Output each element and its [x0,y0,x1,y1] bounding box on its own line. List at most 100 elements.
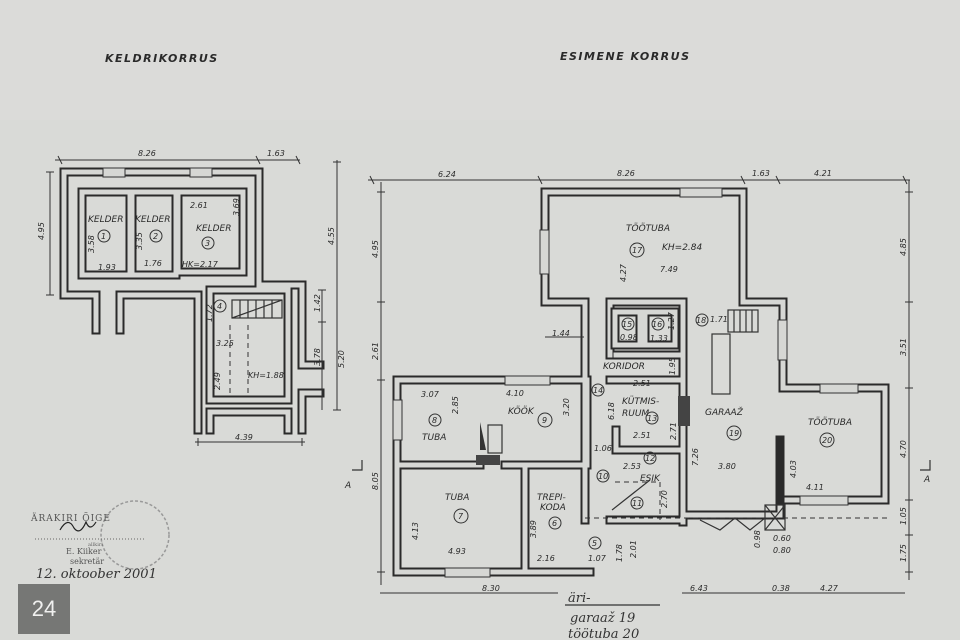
path-mark [480,422,486,450]
ground-rooms-r13-d2-label: 2.71 [669,422,678,440]
rect-mark [799,495,849,506]
circle-mark [201,236,215,250]
circle-mark [537,412,553,428]
basement-dims-bottom-label: 4.39 [235,433,253,442]
basement-rooms-r1-name-label: KELDER [88,215,123,225]
circle-mark [629,242,645,258]
path-mark [55,155,301,165]
ground-dims-corr-label: 1.44 [552,329,570,338]
ground-rooms-r6-name1-label: TREPI- [537,493,566,503]
room-12-hall: 12 2.53 ESIK 2.70 [623,451,669,508]
room-14-corridor: KORIDOR 2.51 14 6.18 1.95 [591,357,677,420]
section-mark-right: A [920,460,931,485]
ground-rooms-r11-num-label: 11 [632,499,642,508]
ground-dims-left-2-label: 8.05 [371,472,380,490]
circle-mark [645,411,659,425]
room-kelder-3: 2.61 3.69 KELDER 3 HK=2.17 [182,198,241,269]
rect-mark [476,455,500,465]
stamp-title-label: ÄRAKIRI ÕIGE [30,512,111,524]
ground-rooms-r14-name-label: KORIDOR [603,362,645,372]
ground-rooms-r16-num-label: 16 [652,320,662,329]
basement-rooms-r1-d1-label: 3.58 [87,235,96,253]
room-kelder-1: KELDER 1 3.58 1.93 [87,215,123,272]
path-mark [699,517,766,531]
ground-rooms-r6-d2-label: 2.16 [537,554,555,563]
path-mark [46,171,54,296]
circle-mark [596,469,610,483]
ground-rooms-r16-d2-label: 1.27 [667,311,676,330]
basement-rooms-r4-extra-label: KH=1.88 [248,371,284,380]
rect-mark [777,319,788,361]
basement-rooms-r1-d2-label: 1.93 [98,263,116,272]
room-10: 101.06 [594,444,612,483]
path-mark [79,189,291,403]
circle-mark [819,432,835,448]
circle-mark [97,229,111,243]
stamp-sign_caption-label: allkiri [88,542,103,548]
circle-mark [591,383,605,397]
ground-rooms-r17-d1-label: 4.27 [619,263,628,282]
ground-rooms-r17-d2-label: 7.49 [660,265,678,274]
ground-dims-left-1-label: 2.61 [371,342,380,360]
ground-rooms-r8-num-label: 8 [432,416,437,425]
ground-dims-right-2-label: 4.70 [899,440,908,458]
path-mark [905,180,913,580]
rect-mark [392,399,403,441]
basement-rooms-r4-num-label: 4 [217,302,222,311]
path-mark [611,479,651,511]
basement-stairs [231,299,283,319]
circle-mark [100,500,170,570]
ground-dims-left-0-label: 4.95 [371,240,380,258]
rect-mark [711,333,731,395]
basement-rooms-r3-name-label: KELDER [196,224,231,234]
ground-rooms-r11-d1-label: 2.01 [629,540,638,558]
room-13-boiler: KÜTMIS- RUUM 13 2.51 2.71 [622,396,678,440]
path-mark [377,182,385,585]
path-mark [231,299,283,319]
basement-rooms-r3-d1-label: 2.61 [190,201,208,210]
room-9-kitchen: 4.10 KÖÖK 9 3.20 [476,389,571,465]
ground-rooms-r19-d1-label: 7.26 [691,448,700,466]
ground-rooms-r14-d2-label: 6.18 [607,402,616,420]
circle-mark [695,313,709,327]
room-6-stairwell: TREPI- KODA 6 3.89 2.16 [529,493,566,563]
ground-rooms-r8-d2-label: 2.85 [451,396,460,414]
signature [59,520,97,532]
circle-mark [548,516,562,530]
note-line2-label: garaaž 19 [570,611,635,626]
circle-mark [621,317,635,331]
room-17-workroom: TÖÖTUBA 17 KH=2.84 4.27 7.49 [619,223,703,282]
dimension-lines: 6.24 8.26 1.63 4.21 4.95 2.61 8.05 4.85 … [368,169,913,594]
ground-rooms-r14-d3-label: 1.95 [668,357,677,375]
basement-rooms-r4-d3-label: 2.49 [213,372,222,390]
ground-rooms-r18-d1-label: 1.71 [710,315,728,324]
rect-mark [727,309,759,333]
basement-rooms-r2-d2-label: 1.76 [144,259,162,268]
room-8-bedroom: 3.07 2.85 8 TUBA [421,390,460,443]
rect-mark [0,0,960,120]
basement-rooms-r1-num-label: 1 [101,232,106,241]
rect-mark [444,567,491,578]
circle-mark [726,425,742,441]
basement-rooms-r4-d2-label: 3.25 [216,339,234,348]
rect-mark [678,396,690,426]
path-mark [612,309,678,348]
room-15: 150.98 [620,317,638,342]
stamp-date-label: 12. oktoober 2001 [36,567,157,582]
ground-rooms-r10-d1-label: 1.06 [594,444,612,453]
basement-rooms-r2-d1-label: 3.35 [135,232,144,250]
windows [392,187,859,578]
ground-rooms-r13-name1-label: KÜTMIS- [622,396,659,407]
basement-dims-top_b-label: 1.63 [267,149,285,158]
page-badge: 24 [18,584,70,634]
ground-dims-bottom-3-label: 4.27 [820,584,839,593]
ground-rooms-r7-d1-label: 4.13 [411,522,420,540]
ground-rooms-r12-name-label: ESIK [640,474,661,484]
ground-rooms-r5-d2-label: 1.78 [615,544,624,562]
ground-rooms-r5-num-label: 5 [592,539,597,548]
basement-dims-right_b-label: 1.42 [313,294,322,312]
basement-rooms-r3-d2-label: 3.69 [232,198,241,216]
ground-rooms-r7-name-label: TUBA [445,493,469,503]
rect-mark [504,375,551,386]
